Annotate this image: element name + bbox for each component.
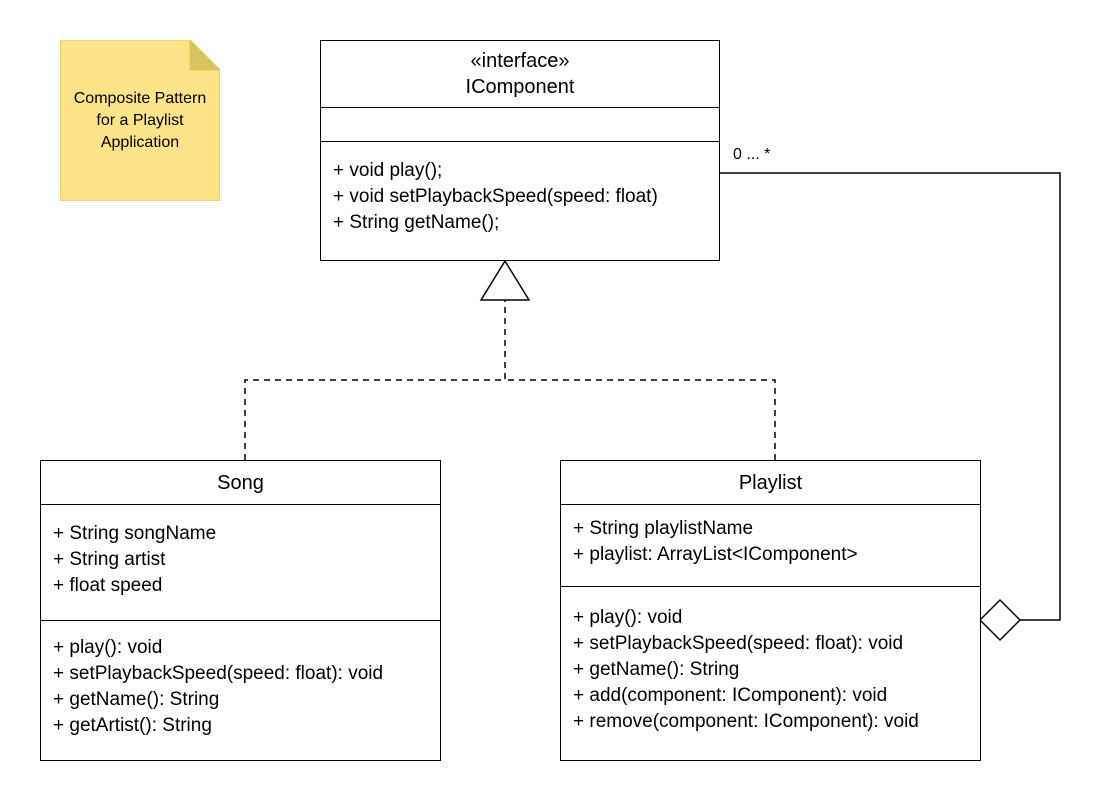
song-header: Song bbox=[41, 461, 440, 505]
song-operations: + play(): void + setPlaybackSpeed(speed: … bbox=[41, 621, 440, 739]
realization-arrowhead bbox=[479, 259, 531, 301]
realization-connector bbox=[244, 259, 776, 460]
playlist-operations: + play(): void + setPlaybackSpeed(speed: … bbox=[561, 587, 980, 735]
class-member: + void setPlaybackSpeed(speed: float) bbox=[333, 186, 658, 207]
aggregation-diamond bbox=[978, 598, 1022, 642]
note-shape bbox=[60, 40, 220, 201]
interface-stereotype: «interface» bbox=[470, 50, 570, 72]
song-class-name: Song bbox=[217, 471, 264, 494]
playlist-class-box[interactable]: Playlist + String playlistName + playlist… bbox=[560, 460, 981, 761]
class-member: + float speed bbox=[53, 575, 163, 596]
playlist-header: Playlist bbox=[561, 461, 980, 505]
icomponent-class-name: IComponent bbox=[465, 76, 575, 98]
song-attributes: + String songName + String artist + float … bbox=[41, 505, 440, 621]
realization-line-song bbox=[244, 300, 506, 460]
class-member: + setPlaybackSpeed(speed: float): void bbox=[573, 633, 904, 654]
class-member: + getName(): String bbox=[53, 689, 220, 710]
aggregation-line bbox=[720, 172, 1061, 621]
realization-line-playlist bbox=[505, 379, 776, 460]
icomponent-attributes bbox=[321, 108, 719, 142]
class-member: + setPlaybackSpeed(speed: float): void bbox=[53, 663, 384, 684]
class-member: + play(): void bbox=[53, 637, 163, 658]
aggregation-multiplicity-label: 0 ... * bbox=[733, 146, 771, 163]
playlist-attributes: + String playlistName + playlist: ArrayLi… bbox=[561, 505, 980, 587]
playlist-class-name: Playlist bbox=[738, 471, 803, 494]
aggregation-connector bbox=[720, 172, 1061, 642]
class-member: + play(): void bbox=[573, 607, 683, 628]
class-member: + String artist bbox=[53, 549, 166, 570]
class-member: + String songName bbox=[53, 523, 217, 544]
class-member: + getName(): String bbox=[573, 659, 740, 680]
icomponent-operations: + void play(); + void setPlaybackSpeed(sp… bbox=[321, 142, 719, 236]
class-member: + add(component: IComponent): void bbox=[573, 685, 888, 706]
class-member: + remove(component: IComponent): void bbox=[573, 711, 919, 732]
icomponent-interface-box[interactable]: «interface» IComponent + void play();+ v… bbox=[320, 40, 720, 261]
sticky-note: Composite Pattern for a Playlist Applica… bbox=[60, 40, 220, 201]
class-member: + String playlistName bbox=[573, 518, 754, 539]
icomponent-header: «interface» IComponent bbox=[321, 41, 719, 108]
class-member: + void play(); bbox=[333, 160, 443, 181]
note-text: Composite Pattern for a Playlist Applica… bbox=[73, 89, 207, 151]
class-member: + getArtist(): String bbox=[53, 715, 212, 736]
song-class-box[interactable]: Song + String songName + String artist + f… bbox=[40, 460, 441, 761]
class-member: + playlist: ArrayList<IComponent> bbox=[573, 544, 858, 565]
class-member: + String getName(); bbox=[333, 212, 500, 233]
